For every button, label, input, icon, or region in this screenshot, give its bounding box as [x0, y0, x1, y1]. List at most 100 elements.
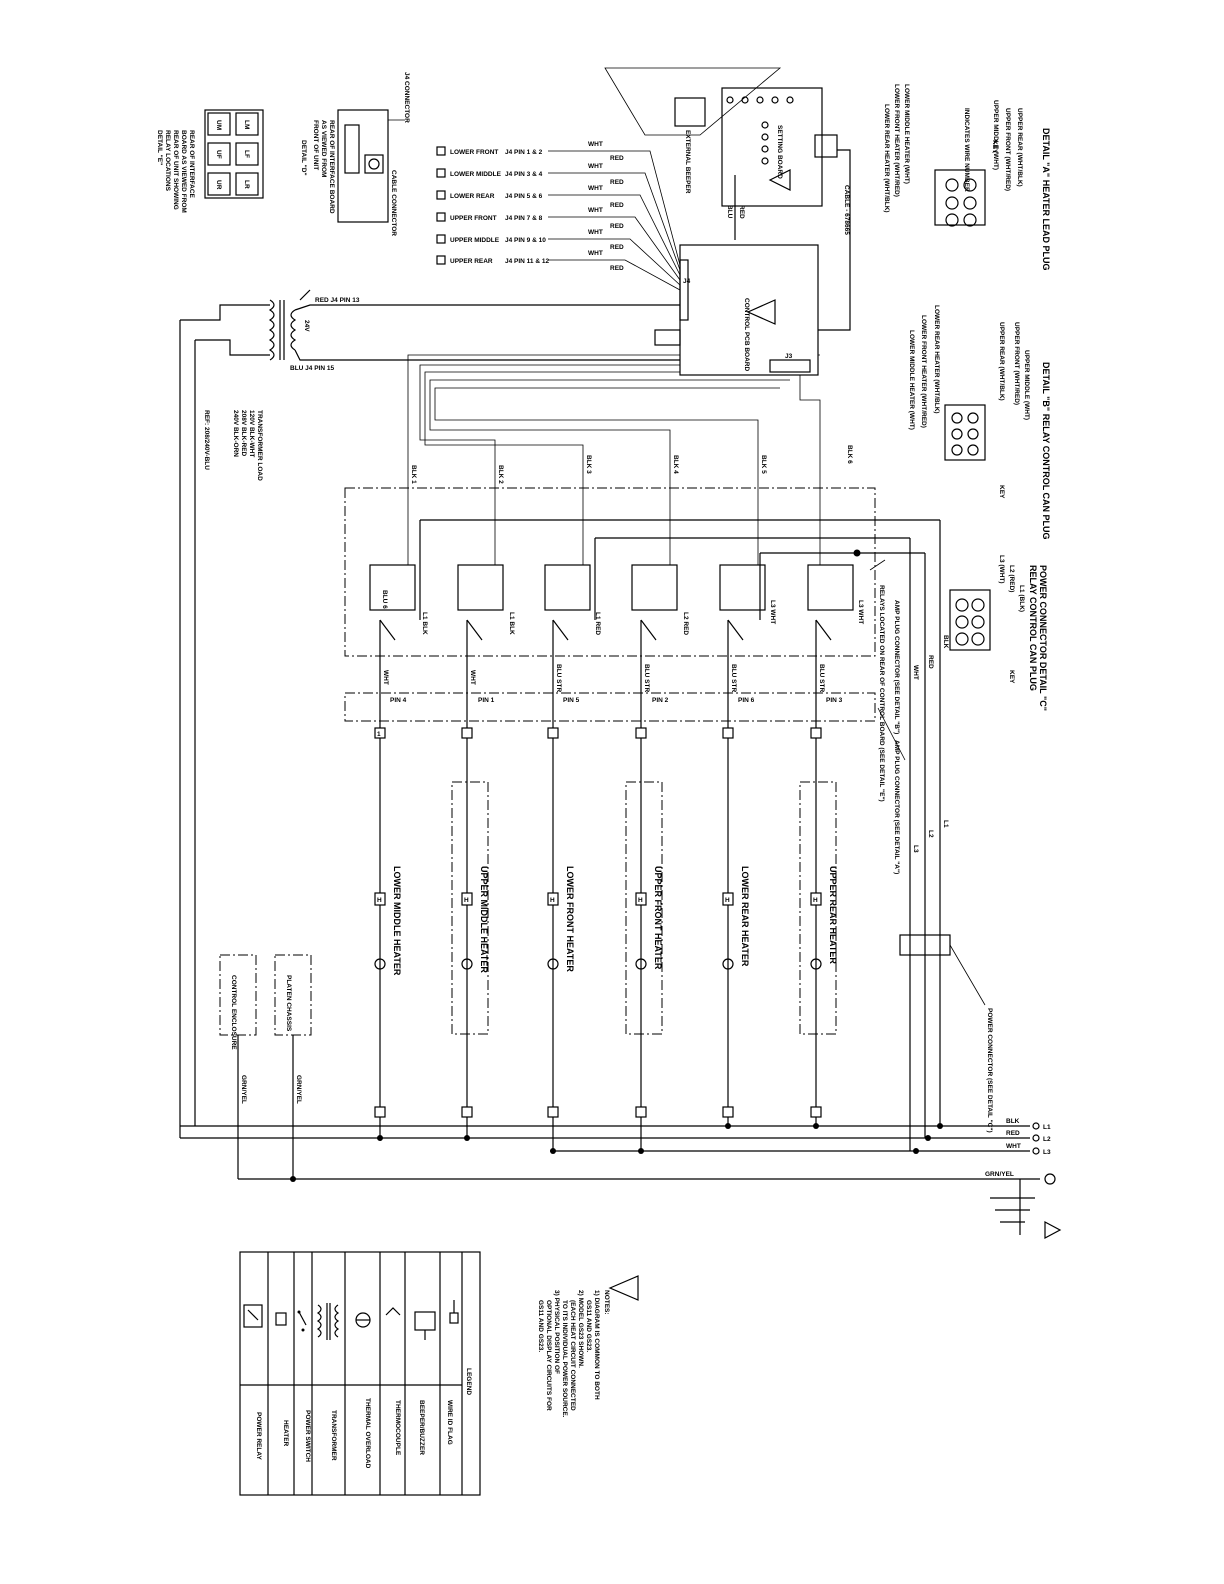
detail-e-cell-6: LM [243, 120, 250, 129]
cable: CABLE - 678665 [818, 149, 851, 331]
detail-d-label: DETAIL "D" [300, 140, 307, 176]
heater-4-name: UPPER FRONT HEATER [653, 866, 663, 970]
heater-column-2: PIN 1 WHT H UPPER MIDDLE HEATER [451, 620, 495, 1138]
beeper-blu-label: BLU [726, 205, 733, 219]
heater-4-hflag: H [638, 897, 643, 904]
detail-b-item-4: LOWER REAR HEATER (WHT/BLK) [933, 305, 940, 414]
bus-l2: L2 [927, 830, 934, 838]
tc-1-wht: WHT [588, 141, 603, 148]
tc-4-pins: J4 PIN 7 & 8 [505, 215, 543, 222]
control-wire-3: BLK 3 [585, 455, 592, 474]
transformer: RED J4 PIN 13 BLU J4 PIN 15 24V TRANSFOR… [180, 289, 680, 481]
relay-2-line: L1 BLK [508, 612, 515, 635]
heater-1-name: LOWER MIDDLE HEATER [392, 866, 402, 976]
control-wire-4: BLK 4 [672, 455, 679, 474]
legend-item-8: POWER RELAY [243, 1304, 263, 1460]
detail-e-text-3: REAR OF UNIT SHOWING [172, 130, 179, 210]
thermal-overload-icon [355, 1312, 371, 1328]
chassis-2-wire: GRN/YEL [295, 1075, 302, 1104]
detail-b-item-6: LOWER MIDDLE HEATER (WHT) [908, 330, 915, 430]
detail-b: DETAIL "B" RELAY CONTROL CAN PLUG UPPER … [908, 305, 1051, 540]
tc-5-wht: WHT [588, 229, 603, 236]
tc-row-2: LOWER MIDDLE J4 PIN 3 & 4 WHT RED [436, 163, 681, 271]
detail-a-item-4: LOWER MIDDLE HEATER (WHT) [903, 84, 910, 184]
detail-a: DETAIL "A" HEATER LEAD PLUG UPPER REAR (… [883, 84, 1051, 271]
j4-label: J4 [683, 278, 691, 285]
relay-5-line: L3 WHT [769, 600, 776, 624]
legend-title: LEGEND [465, 1368, 472, 1395]
ground-symbol-icon [990, 1179, 1062, 1239]
control-board: J4 J3 CONTROL PCB BOARD [654, 244, 819, 376]
transformer-icon [316, 1303, 340, 1340]
detail-a-item-2: UPPER FRONT (WHT/RED) [1004, 108, 1011, 191]
detail-c-subtitle: RELAY CONTROL CAN PLUG [1028, 565, 1038, 691]
legend-item-5: TRANSFORMER [316, 1303, 340, 1461]
tc-4-wht: WHT [588, 207, 603, 214]
heater-1-hflag: H [377, 897, 382, 904]
power-conn-label: POWER CONNECTOR (SEE DETAIL "C") [986, 1008, 993, 1133]
detail-b-item-2: UPPER FRONT (WHT/RED) [1013, 322, 1020, 405]
detail-e-cell-2: UF [215, 150, 222, 159]
beeper-red-label: RED [738, 205, 745, 219]
legend-label-4: THERMAL OVERLOAD [364, 1398, 371, 1469]
heater-5-hflag: H [725, 897, 730, 904]
tc-6-red: RED [610, 265, 624, 272]
relay-6: L3 WHT [807, 564, 864, 641]
amp-plug2-label: AMP PLUG CONNECTOR (SEE DETAIL "A") [893, 740, 900, 874]
power-bus: BLK RED WHT L1 L2 L3 GRN/YEL [179, 320, 1062, 1239]
heater-5-name: LOWER REAR HEATER [740, 866, 750, 967]
transformer-red: RED J4 PIN 13 [315, 297, 360, 304]
amp-plug-row: AMP PLUG CONNECTOR (SEE DETAIL "A") [344, 692, 906, 874]
heater-6-wire: BLU STR [818, 664, 825, 692]
transformer-line-1: 120V BLK-WHT [248, 410, 255, 457]
chassis-1-label: CONTROL ENCLOSURE [230, 975, 237, 1050]
notes-line-5: TO ITS INDIVIDUAL POWER SOURCE. [561, 1300, 568, 1418]
notes-line-3: 2) MODEL GS23 SHOWN. [577, 1290, 584, 1368]
heater-1-flag: 1 [377, 731, 381, 738]
detail-a-title: DETAIL "A" HEATER LEAD PLUG [1041, 128, 1051, 271]
setting-board-label: SETTING BOARD [776, 125, 783, 179]
j3-label: J3 [785, 353, 793, 360]
supply-term-3: L3 [1043, 1149, 1051, 1156]
heater-5-wire: BLU STR [730, 664, 737, 692]
notes: NOTES: 1) DIAGRAM IS COMMON TO BOTH GS11… [537, 1275, 639, 1418]
detail-c-key: KEY [1008, 670, 1015, 684]
tc-1-label: LOWER FRONT [450, 149, 498, 156]
beeper-icon [414, 1311, 436, 1340]
setting-board: SETTING BOARD [721, 87, 838, 207]
notes-line-7: OPTIONAL DISPLAY CIRCUITS FOR [545, 1300, 552, 1411]
detail-c: POWER CONNECTOR DETAIL "C" RELAY CONTROL… [949, 555, 1048, 711]
supply-wire-2: RED [1006, 1130, 1020, 1137]
beeper-label: EXTERNAL BEEPER [684, 130, 691, 194]
supply-term-1: L1 [1043, 1124, 1051, 1131]
detail-a-item-1: UPPER REAR (WHT/BLK) [1016, 108, 1023, 187]
relay-3-line: L1 RED [594, 612, 601, 635]
detail-d-text-3: FRONT OF UNIT [312, 120, 319, 170]
detail-a-pins [945, 178, 977, 227]
heater-5-pin: PIN 6 [738, 697, 755, 704]
legend-label-8: POWER RELAY [255, 1412, 262, 1460]
detail-b-item-1: UPPER MIDDLE (WHT) [1023, 350, 1030, 420]
control-wire-2: BLK 2 [497, 465, 504, 484]
transformer-sec: 24V [303, 320, 310, 332]
supply-wire-1: BLK [1006, 1118, 1020, 1125]
heater-column-6: PIN 3 BLU STR H UPPER REAR HEATER [799, 620, 843, 1126]
detail-d-j4: J4 CONNECTOR [403, 72, 410, 123]
heater-2-name: UPPER MIDDLE HEATER [479, 866, 489, 973]
detail-b-key: KEY [998, 485, 1005, 499]
tc-3-wht: WHT [588, 185, 603, 192]
amp-plug-label: AMP PLUG CONNECTOR (SEE DETAIL "B") [893, 600, 900, 734]
supply-wire-3: WHT [1006, 1143, 1021, 1150]
heater-3-name: LOWER FRONT HEATER [565, 866, 575, 972]
notes-line-1: 1) DIAGRAM IS COMMON TO BOTH [593, 1290, 600, 1400]
legend-label-5: TRANSFORMER [330, 1410, 337, 1461]
relay-1-line: L1 BLK [421, 612, 428, 635]
heater-2-wire: WHT [469, 670, 476, 685]
legend-item-6: POWER SWITCH [297, 1310, 311, 1462]
detail-e-cell-1: UR [215, 180, 222, 190]
bus-l3: L3 [912, 845, 919, 853]
relay-box: RELAYS LOCATED ON REAR OF CONTROL BOARD … [344, 487, 900, 802]
detail-a-item-3: UPPER MIDDLE (WHT) [992, 100, 999, 170]
bus-l1: L1 [942, 820, 949, 828]
detail-e-text-1: REAR OF INTERFACE [188, 130, 195, 199]
